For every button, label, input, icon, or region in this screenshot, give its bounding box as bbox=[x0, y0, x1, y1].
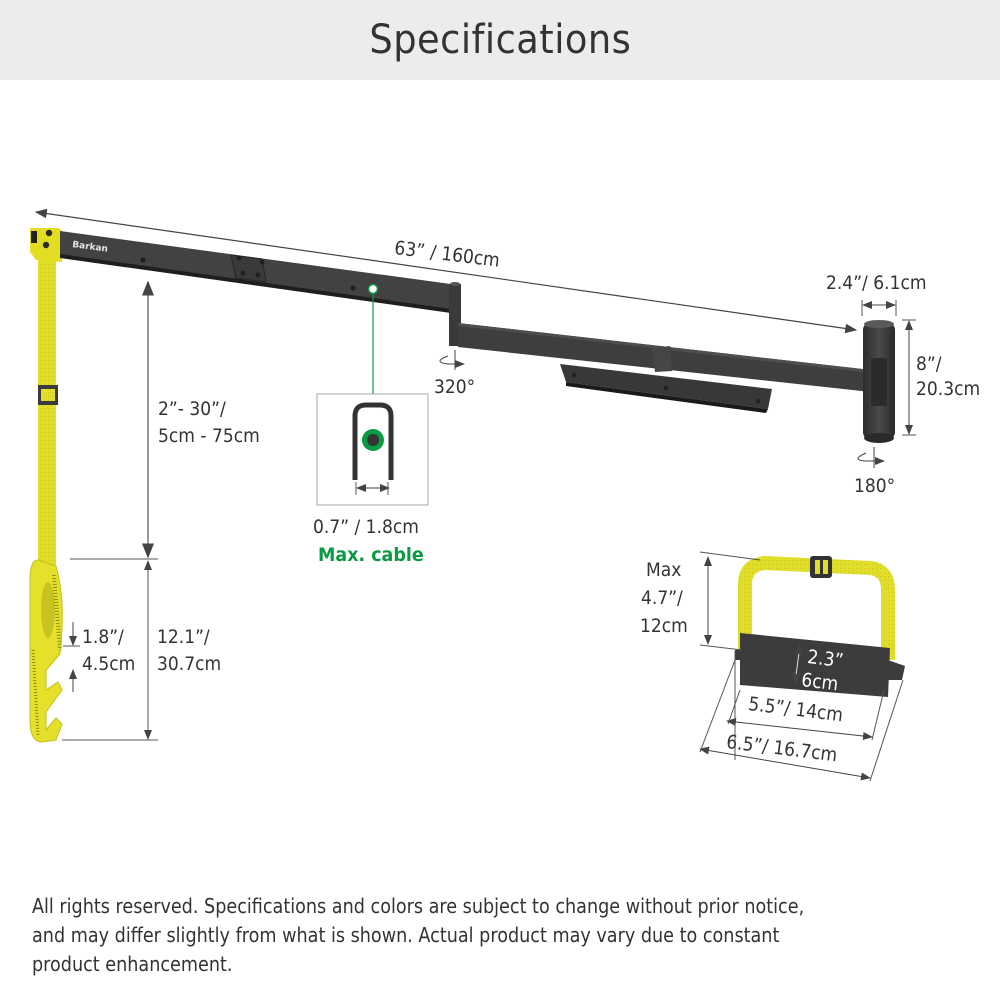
clip-height-label-1: Max bbox=[646, 559, 682, 581]
upper-arm: Barkan bbox=[60, 231, 461, 346]
clip-height-label-2: 4.7”/ bbox=[641, 587, 683, 609]
disclaimer-line-3: product enhancement. bbox=[32, 952, 233, 976]
pole-height-label-1: 8”/ bbox=[916, 353, 942, 375]
drop-range-label-2: 5cm - 75cm bbox=[158, 425, 260, 447]
page-title: Specifications bbox=[369, 17, 631, 63]
clip-inner-width-dimension bbox=[726, 689, 885, 741]
brand-logo: Barkan bbox=[72, 240, 109, 255]
pole-rotation-label: 180° bbox=[854, 475, 896, 497]
disclaimer-line-2: and may differ slightly from what is sho… bbox=[32, 923, 780, 947]
pole-width-label: 2.4”/ 6.1cm bbox=[826, 272, 927, 294]
cable-clip bbox=[734, 555, 905, 760]
hanger-length-label-2: 30.7cm bbox=[157, 653, 222, 675]
hook-gap-label-2: 4.5cm bbox=[82, 653, 136, 675]
clip-height-label-3: 12cm bbox=[640, 615, 688, 637]
clip-height-dimension bbox=[699, 551, 761, 651]
hanger-strap bbox=[38, 255, 58, 565]
hanger-hook bbox=[29, 559, 63, 743]
hook-gap-dimension bbox=[63, 622, 80, 692]
clip-depth-dimension bbox=[792, 644, 803, 684]
cable-callout bbox=[316, 283, 429, 506]
pole-width-dimension bbox=[861, 300, 897, 316]
arm-end-cap bbox=[30, 228, 64, 262]
total-length-dimension bbox=[34, 208, 858, 334]
pole-height-label-2: 20.3cm bbox=[916, 378, 981, 400]
header-bar: Specifications bbox=[0, 0, 1000, 80]
rotation-icon-arm bbox=[439, 350, 465, 370]
product-drawing: Barkan bbox=[29, 208, 916, 782]
cable-size-label: 0.7” / 1.8cm bbox=[313, 516, 419, 538]
max-cable-label: Max. cable bbox=[318, 544, 424, 566]
clip-outer-width-dimension bbox=[699, 659, 904, 782]
drop-range-label-1: 2”- 30”/ bbox=[158, 398, 226, 420]
hanger-length-label-1: 12.1”/ bbox=[157, 626, 210, 648]
clip-depth-label-2: 6cm bbox=[800, 668, 840, 696]
lower-arm bbox=[458, 323, 880, 413]
arm-rotation-label: 320° bbox=[434, 376, 476, 398]
hook-gap-label-1: 1.8”/ bbox=[82, 626, 124, 648]
disclaimer: All rights reserved. Specifications and … bbox=[32, 892, 965, 979]
wall-pole bbox=[863, 320, 895, 443]
disclaimer-line-1: All rights reserved. Specifications and … bbox=[32, 894, 805, 918]
drop-range-dimension bbox=[70, 280, 158, 560]
rotation-icon-pole bbox=[857, 447, 885, 468]
hanger-length-dimension bbox=[62, 560, 158, 741]
pole-height-dimension bbox=[902, 319, 916, 436]
